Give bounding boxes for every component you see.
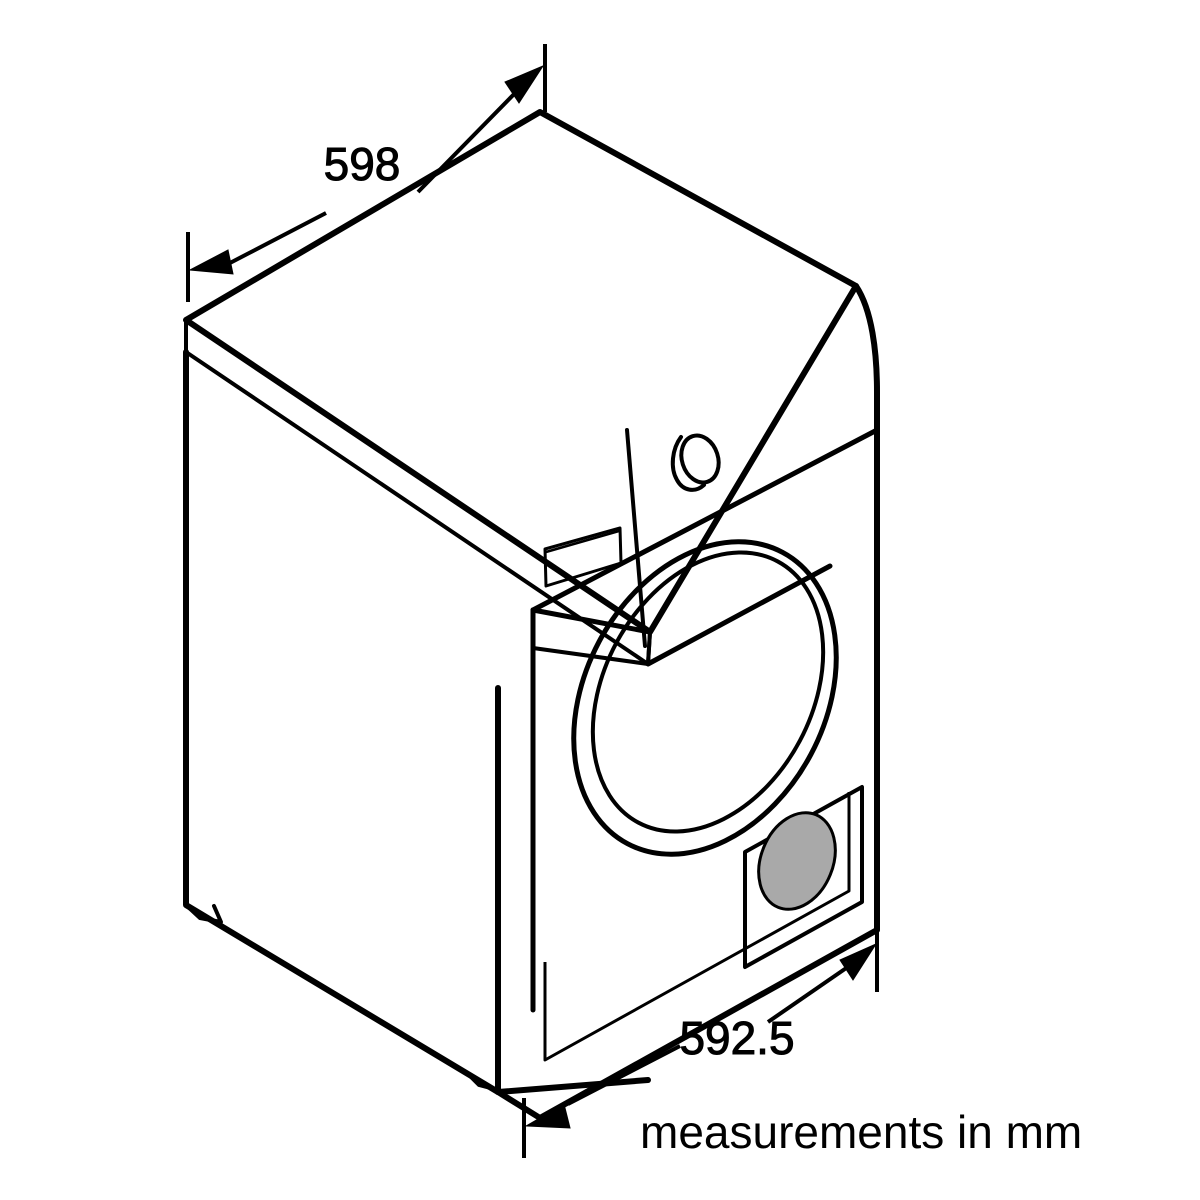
dimension-width-592-5: 592.5 (522, 928, 879, 1158)
dimension-width-line-left (567, 1044, 681, 1106)
front-foot (464, 1070, 500, 1092)
control-panel-divider (625, 428, 647, 648)
dimension-depth-arrow-start (504, 64, 545, 104)
dimension-width-line-right (766, 960, 857, 1024)
appliance-door[interactable] (522, 496, 889, 900)
program-selector-knob-body (670, 435, 706, 492)
detergent-drawer-handle[interactable] (543, 526, 623, 588)
dimension-depth-arrow-end (188, 249, 234, 275)
lower-service-area (743, 785, 864, 969)
dimension-depth-598: 598 (186, 44, 547, 302)
dimension-width-arrow-start (839, 942, 878, 981)
units-caption: measurements in mm (640, 1106, 1082, 1158)
plinth-area (543, 792, 851, 1062)
front-face-outline (495, 283, 880, 1121)
dimension-depth-label: 598 (324, 138, 401, 190)
left-side-panel (183, 349, 651, 1095)
dimension-depth-line-left (227, 211, 327, 266)
program-selector-knob-face[interactable] (675, 431, 724, 488)
door-outer-rim[interactable] (522, 496, 889, 900)
control-panel-details (543, 431, 724, 588)
top-lid-left-overhang (184, 318, 652, 666)
control-panel-lower-edge (530, 427, 880, 613)
front-face-bottom-sill (537, 927, 880, 1121)
dimension-depth-line-right (416, 84, 524, 194)
control-panel-left-cheek (530, 607, 653, 635)
filter-cover[interactable] (745, 801, 849, 921)
appliance-body (183, 109, 880, 1121)
dimension-width-arrow-end (524, 1103, 571, 1129)
door-inner-glass (590, 550, 826, 834)
plinth-panel (543, 792, 851, 1062)
dimension-width-label: 592.5 (679, 1012, 794, 1064)
rear-foot (184, 903, 223, 924)
lower-service-flap[interactable] (743, 785, 864, 969)
detergent-drawer-handle-lip (544, 529, 621, 554)
